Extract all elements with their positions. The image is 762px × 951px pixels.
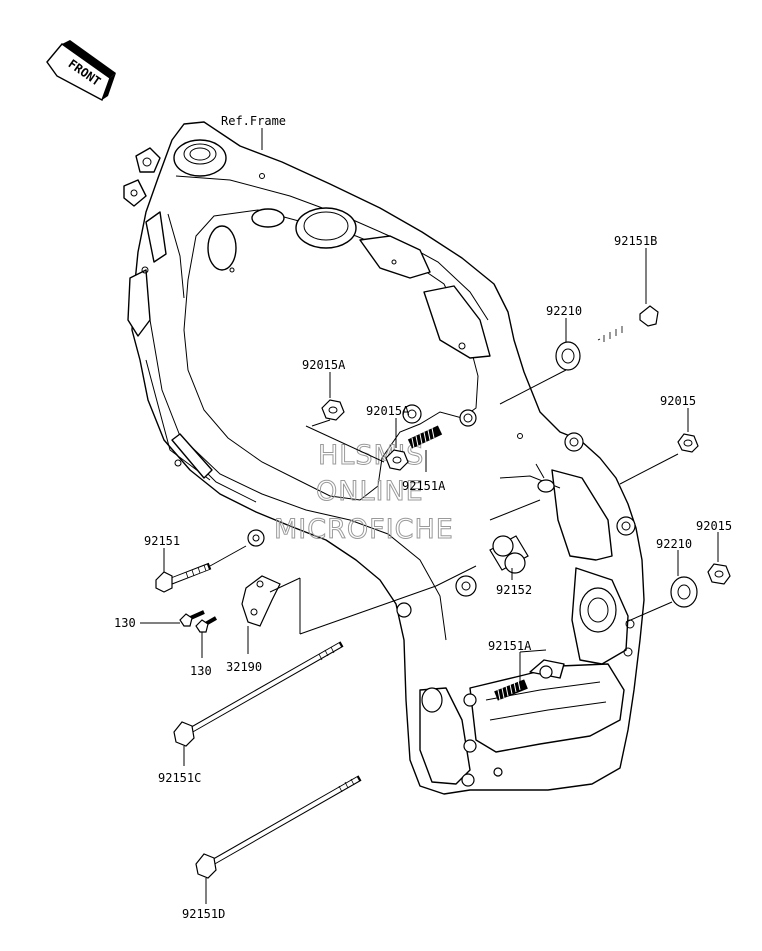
front-arrow-icon: FRONT: [46, 40, 116, 101]
collar-92210-top: [555, 341, 581, 371]
bolt-92151C: [173, 641, 344, 747]
label-92151A-2: 92151A: [488, 639, 532, 653]
spacer-92152: [489, 535, 529, 574]
label-ref-frame: Ref.Frame: [221, 114, 286, 128]
watermark-line-3: MICROFICHE: [274, 514, 454, 545]
label-92210-top: 92210: [546, 304, 582, 318]
stud-92151A-1: [407, 425, 443, 449]
label-92015-2: 92015: [696, 519, 732, 533]
bolt-130-1: [179, 610, 205, 627]
label-130-2: 130: [190, 664, 212, 678]
bolt-130-2: [195, 616, 217, 633]
label-92151A-1: 92151A: [402, 479, 446, 493]
label-92015A-1: 92015A: [302, 358, 346, 372]
label-92210-2: 92210: [656, 537, 692, 551]
label-32190: 32190: [226, 660, 262, 674]
label-92151B: 92151B: [614, 234, 657, 248]
label-92151C: 92151C: [158, 771, 201, 785]
watermark-line-2: ONLINE: [316, 476, 424, 507]
nut-92015A-2: [385, 449, 409, 471]
label-92015-1: 92015: [660, 394, 696, 408]
nut-92015-1: [677, 433, 699, 453]
bracket-32190: [241, 575, 281, 627]
label-92151: 92151: [144, 534, 180, 548]
label-92015A-2: 92015A: [366, 404, 410, 418]
label-92152: 92152: [496, 583, 532, 597]
part-labels: Ref.Frame 92151B 92210 92015A 92015A 921…: [114, 114, 732, 921]
label-130-1: 130: [114, 616, 136, 630]
label-92151D: 92151D: [182, 907, 225, 921]
bolt-92151D: [195, 775, 362, 879]
nut-92015-2: [707, 563, 731, 585]
bolt-92151B: [597, 305, 659, 342]
leader-lines: [140, 128, 719, 904]
nut-92015A-1: [321, 399, 345, 421]
collar-92210-lower: [670, 576, 698, 608]
stud-92151A-2: [494, 665, 553, 701]
watermark-line-1: HLSM'S: [318, 440, 424, 471]
